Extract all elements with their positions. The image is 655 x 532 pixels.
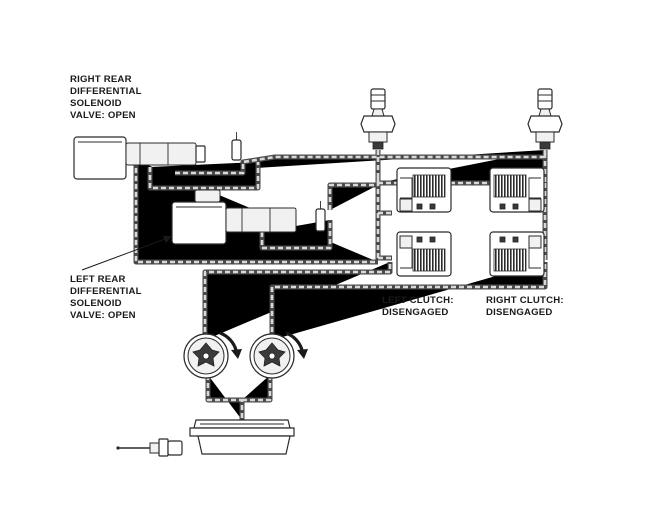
right-valve-label-line: RIGHT REAR — [70, 74, 132, 85]
left-clutch-lower — [396, 231, 452, 277]
gear-pump-icon — [249, 333, 295, 379]
right-clutch-upper — [489, 167, 545, 213]
gear-pump-icon — [183, 333, 229, 379]
solenoid-valve-icon — [171, 189, 326, 245]
rotation-arrow-icon — [285, 331, 308, 359]
right-clutch-label: RIGHT CLUTCH: DISENGAGED — [486, 295, 564, 318]
oil-reservoir — [189, 419, 295, 455]
oil-reservoir-icon — [189, 419, 295, 455]
right-pressure-switch — [527, 88, 563, 150]
left-clutch-label-line: DISENGAGED — [382, 307, 449, 318]
clutch-pack-icon — [396, 167, 452, 213]
clutch-pack-icon — [396, 231, 452, 277]
left-valve-label-line: VALVE: OPEN — [70, 310, 136, 321]
clutch-pack-icon — [489, 167, 545, 213]
left-valve-label-line: LEFT REAR — [70, 274, 126, 285]
right-valve-label-line: SOLENOID — [70, 98, 122, 109]
left-valve-leader — [81, 236, 172, 271]
left-valve-label: LEFT REAR DIFFERENTIAL SOLENOID VALVE: O… — [70, 274, 142, 321]
pressure-switch-icon — [527, 88, 563, 150]
temperature-sensor-icon — [116, 438, 183, 457]
left-clutch-label: LEFT CLUTCH: DISENGAGED — [382, 295, 454, 318]
left-rear-solenoid-valve — [171, 189, 326, 245]
right-rear-solenoid-valve — [73, 132, 242, 180]
right-clutch-label-line: DISENGAGED — [486, 307, 553, 318]
fluid-temperature-sensor — [116, 438, 183, 457]
left-clutch-label-line: LEFT CLUTCH: — [382, 295, 454, 306]
right-oil-pump — [249, 331, 308, 379]
rotation-arrow-icon — [219, 331, 242, 359]
pressure-switch-icon — [360, 88, 396, 150]
right-valve-label-line: DIFFERENTIAL — [70, 86, 142, 97]
right-clutch-lower — [489, 231, 545, 277]
left-valve-label-line: DIFFERENTIAL — [70, 286, 142, 297]
right-valve-label-line: VALVE: OPEN — [70, 110, 136, 121]
left-pressure-switch — [360, 88, 396, 150]
clutch-pack-icon — [489, 231, 545, 277]
left-oil-pump — [183, 331, 242, 379]
solenoid-valve-icon — [73, 132, 242, 180]
left-valve-label-line: SOLENOID — [70, 298, 122, 309]
left-clutch-upper — [396, 167, 452, 213]
right-clutch-label-line: RIGHT CLUTCH: — [486, 295, 564, 306]
right-valve-label: RIGHT REAR DIFFERENTIAL SOLENOID VALVE: … — [70, 74, 142, 121]
